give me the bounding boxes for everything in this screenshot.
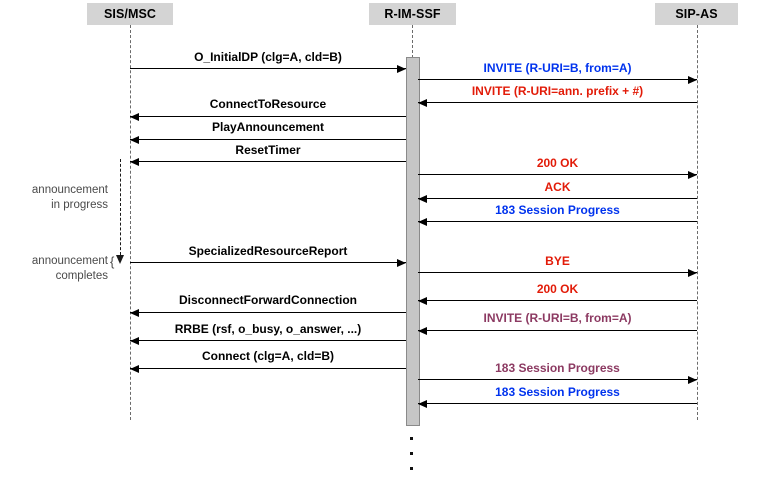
announcement-duration-arrow	[120, 159, 121, 255]
message-label-m09: 183 Session Progress	[495, 203, 620, 217]
note-announcement-completes: announcement completes	[0, 254, 108, 284]
message-label-m05: PlayAnnouncement	[211, 120, 325, 134]
message-line-m04	[130, 116, 406, 117]
r-im-ssf-activation-bar	[406, 57, 420, 426]
continuation-dot-3	[410, 467, 413, 470]
message-line-m17	[418, 379, 697, 380]
message-label-m02: INVITE (R-URI=B, from=A)	[483, 61, 632, 75]
note-line-1: announcement	[31, 255, 108, 267]
message-line-m02	[418, 79, 697, 80]
message-line-m18	[418, 403, 697, 404]
message-arrowhead-m17	[688, 375, 697, 384]
message-arrowhead-m04	[130, 112, 139, 121]
note-line-2: in progress	[51, 199, 108, 211]
message-line-m10	[130, 262, 406, 263]
message-label-m07: 200 OK	[536, 156, 579, 170]
message-arrowhead-m11	[688, 268, 697, 277]
message-arrowhead-m08	[418, 194, 427, 203]
message-arrowhead-m18	[418, 399, 427, 408]
message-arrowhead-m03	[418, 98, 427, 107]
annotation-brace: {	[110, 254, 115, 269]
continuation-dot-1	[410, 437, 413, 440]
lifeline-sip-as	[697, 25, 698, 420]
message-label-m18: 183 Session Progress	[495, 385, 620, 399]
message-arrowhead-m10	[397, 258, 406, 267]
lifeline-header-r-im-ssf[interactable]: R-IM-SSF	[369, 3, 456, 25]
message-label-m12: 200 OK	[536, 282, 579, 296]
message-line-m03	[418, 102, 697, 103]
message-label-m03: INVITE (R-URI=ann. prefix + #)	[471, 84, 644, 98]
message-arrowhead-m15	[130, 336, 139, 345]
message-arrowhead-m16	[130, 364, 139, 373]
message-line-m01	[130, 68, 406, 69]
message-line-m08	[418, 198, 697, 199]
message-label-m11: BYE	[545, 254, 570, 268]
lifeline-sis-msc	[130, 25, 131, 420]
lifeline-header-sip-as[interactable]: SIP-AS	[655, 3, 738, 25]
message-line-m06	[130, 161, 406, 162]
message-label-m15: RRBE (rsf, o_busy, o_answer, ...)	[174, 322, 362, 336]
note-line-2: completes	[55, 270, 108, 282]
lifeline-r-im-ssf	[412, 25, 413, 58]
message-label-m10: SpecializedResourceReport	[188, 244, 348, 258]
message-arrowhead-m13	[130, 308, 139, 317]
message-line-m11	[418, 272, 697, 273]
message-label-m16: Connect (clg=A, cld=B)	[201, 349, 335, 363]
message-line-m05	[130, 139, 406, 140]
message-line-m09	[418, 221, 697, 222]
message-arrowhead-m14	[418, 326, 427, 335]
message-label-m06: ResetTimer	[235, 143, 301, 157]
message-line-m15	[130, 340, 406, 341]
announcement-duration-arrowhead	[116, 255, 124, 264]
continuation-dot-2	[410, 452, 413, 455]
message-label-m13: DisconnectForwardConnection	[178, 293, 357, 307]
message-arrowhead-m02	[688, 75, 697, 84]
message-arrowhead-m12	[418, 296, 427, 305]
message-arrowhead-m06	[130, 157, 139, 166]
message-label-m08: ACK	[544, 180, 571, 194]
message-label-m01: O_InitialDP (clg=A, cld=B)	[194, 50, 342, 64]
message-line-m13	[130, 312, 406, 313]
message-label-m14: INVITE (R-URI=B, from=A)	[483, 311, 632, 325]
message-arrowhead-m09	[418, 217, 427, 226]
message-arrowhead-m01	[397, 64, 406, 73]
message-arrowhead-m07	[688, 170, 697, 179]
message-line-m14	[418, 330, 697, 331]
note-line-1: announcement	[31, 184, 108, 196]
message-line-m12	[418, 300, 697, 301]
note-announcement-in-progress: announcement in progress	[0, 183, 108, 213]
message-label-m17: 183 Session Progress	[495, 361, 620, 375]
message-arrowhead-m05	[130, 135, 139, 144]
message-line-m16	[130, 368, 406, 369]
lifeline-header-sis-msc[interactable]: SIS/MSC	[87, 3, 173, 25]
message-label-m04: ConnectToResource	[209, 97, 327, 111]
message-line-m07	[418, 174, 697, 175]
